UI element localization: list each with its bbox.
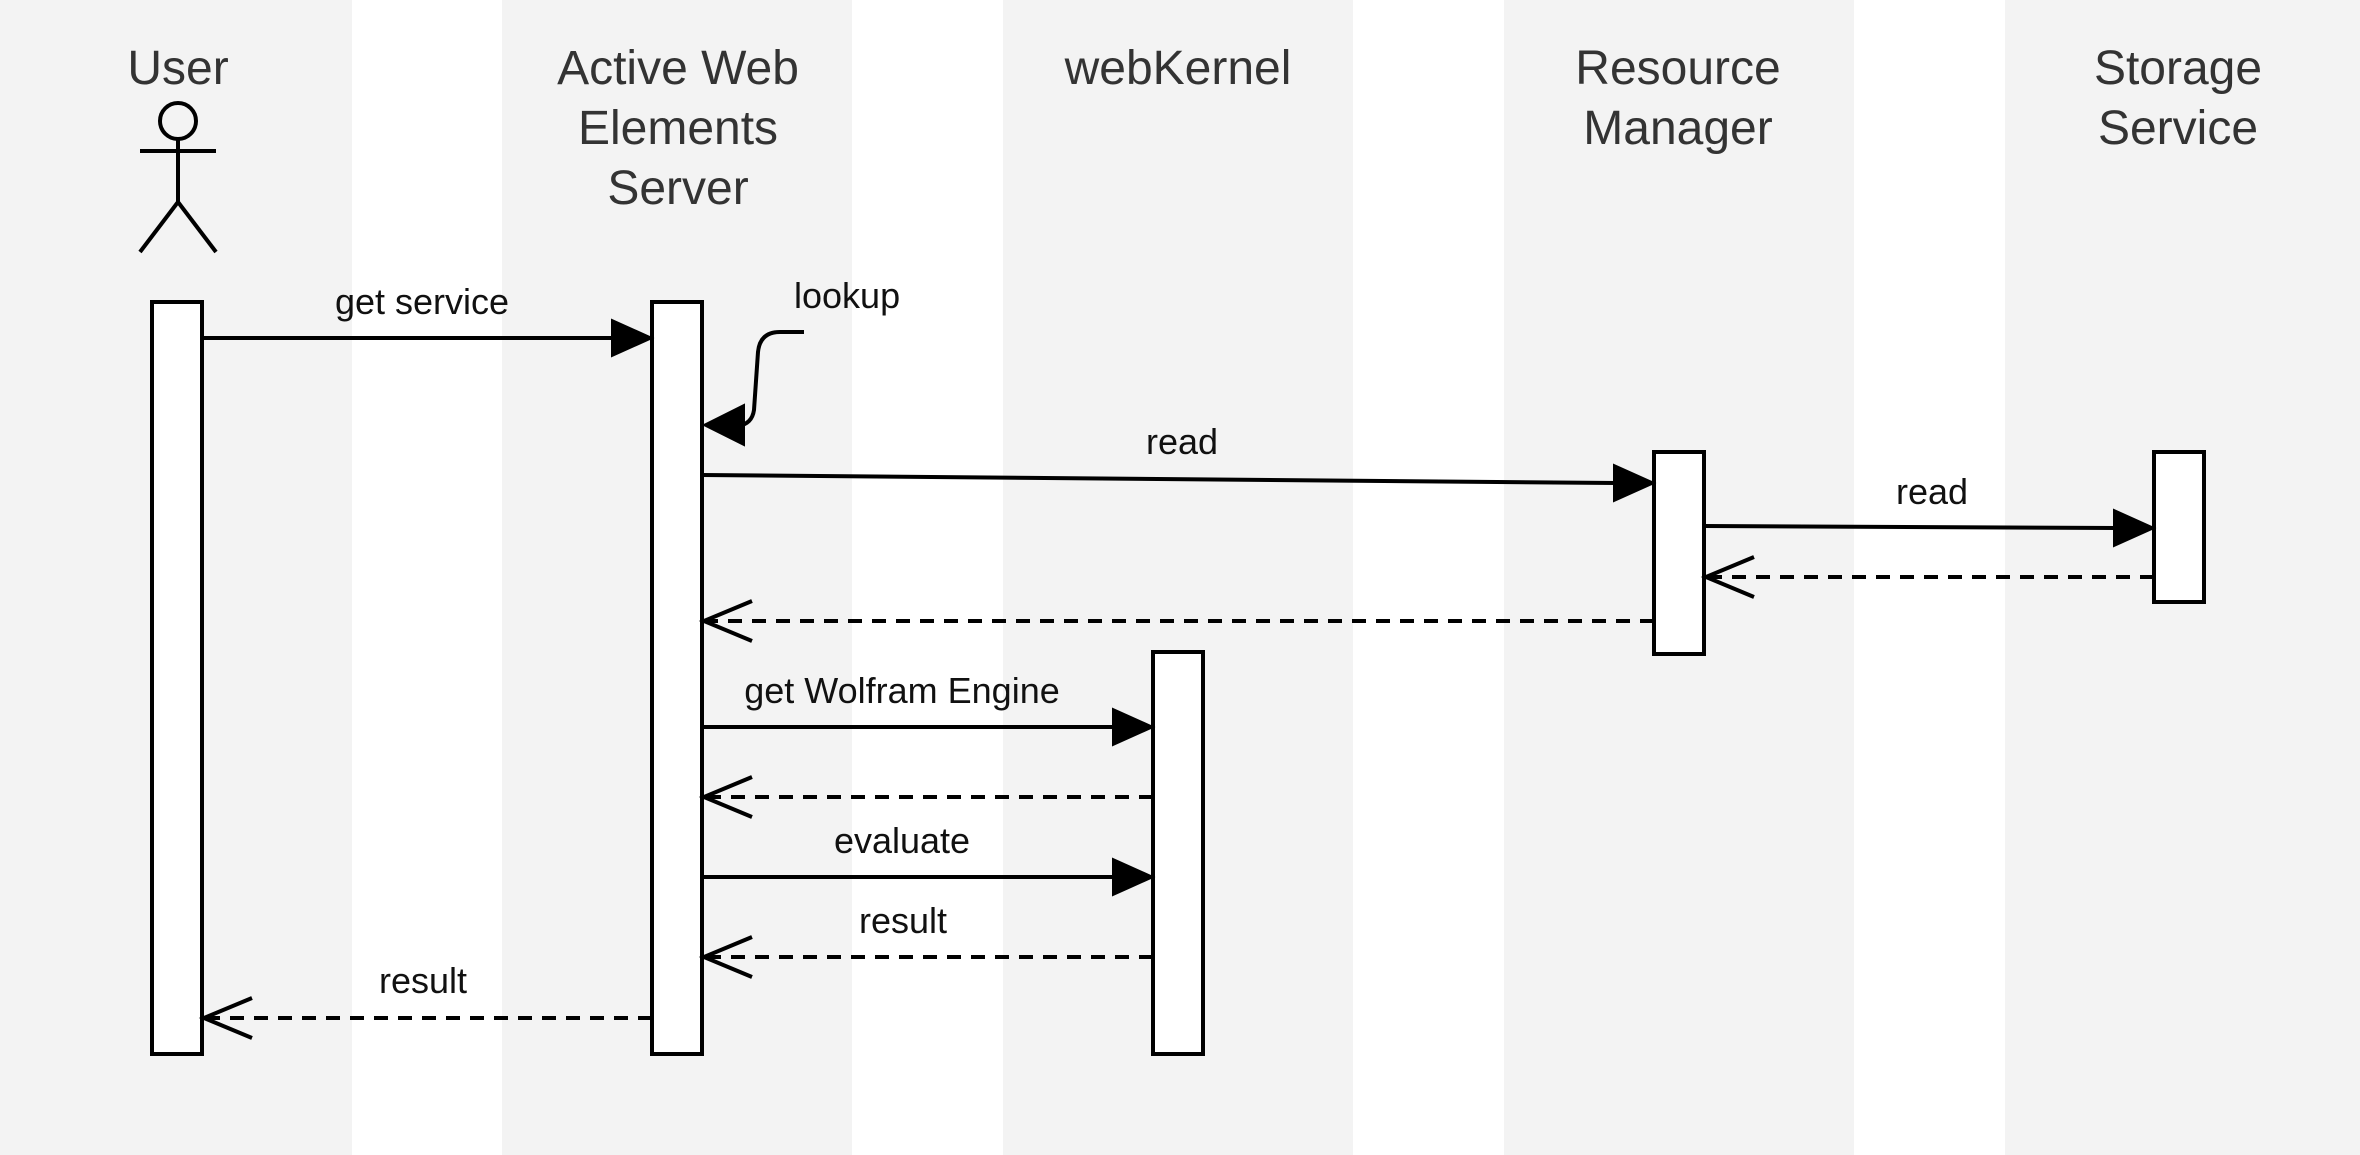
lane-title-storage-line-1: Storage (2094, 42, 2262, 95)
message-read-storage: read (1703, 471, 2157, 548)
message-label-get-service: get service (335, 281, 509, 322)
message-label-evaluate: evaluate (834, 820, 970, 861)
arrowhead-open (1700, 555, 1755, 599)
arrowhead-open (198, 996, 253, 1040)
arrowhead-filled (611, 318, 655, 358)
activation-storage (2152, 450, 2206, 604)
message-label-read-resource: read (1146, 421, 1218, 462)
message-read-resource: read (701, 421, 1657, 503)
message-get-service: get service (202, 281, 655, 358)
message-lookup: lookup (701, 275, 900, 447)
activation-server (650, 300, 704, 1056)
message-return-engine (698, 775, 1153, 819)
lane-title-server-line-1: Active Web (557, 42, 799, 95)
activation-resource (1652, 450, 1706, 656)
lane-title-resource-line-2: Manager (1583, 102, 1772, 155)
message-evaluate: evaluate (702, 820, 1156, 897)
message-label-result-user: result (379, 960, 467, 1001)
arrowhead-filled (701, 403, 745, 447)
lane-title-server-line-2: Elements (578, 102, 778, 155)
activation-kernel (1151, 650, 1205, 1056)
user-actor-icon (138, 101, 218, 254)
arrowhead-open (698, 599, 753, 643)
lane-title-user: User (127, 42, 228, 95)
lane-title-kernel: webKernel (1064, 42, 1292, 95)
message-label-get-wolfram-engine: get Wolfram Engine (744, 670, 1060, 711)
lane-title-storage-line-2: Service (2098, 102, 2258, 155)
arrowhead-filled (2113, 508, 2157, 548)
activation-user (150, 300, 204, 1056)
arrowhead-filled (1613, 463, 1657, 503)
lane-title-resource-line-1: Resource (1575, 42, 1780, 95)
arrowhead-filled (1112, 857, 1156, 897)
lane-title-server-line-3: Server (607, 162, 748, 215)
message-label-lookup: lookup (794, 275, 900, 316)
message-get-wolfram-engine: get Wolfram Engine (702, 670, 1156, 747)
message-return-storage (1700, 555, 2154, 599)
message-return-result-user: result (198, 960, 652, 1040)
arrowhead-filled (1112, 707, 1156, 747)
message-return-resource (698, 599, 1654, 643)
message-label-read-storage: read (1896, 471, 1968, 512)
message-label-result-kernel: result (859, 900, 947, 941)
message-return-result-kernel: result (698, 900, 1153, 979)
arrowhead-open (698, 935, 753, 979)
arrowhead-open (698, 775, 753, 819)
